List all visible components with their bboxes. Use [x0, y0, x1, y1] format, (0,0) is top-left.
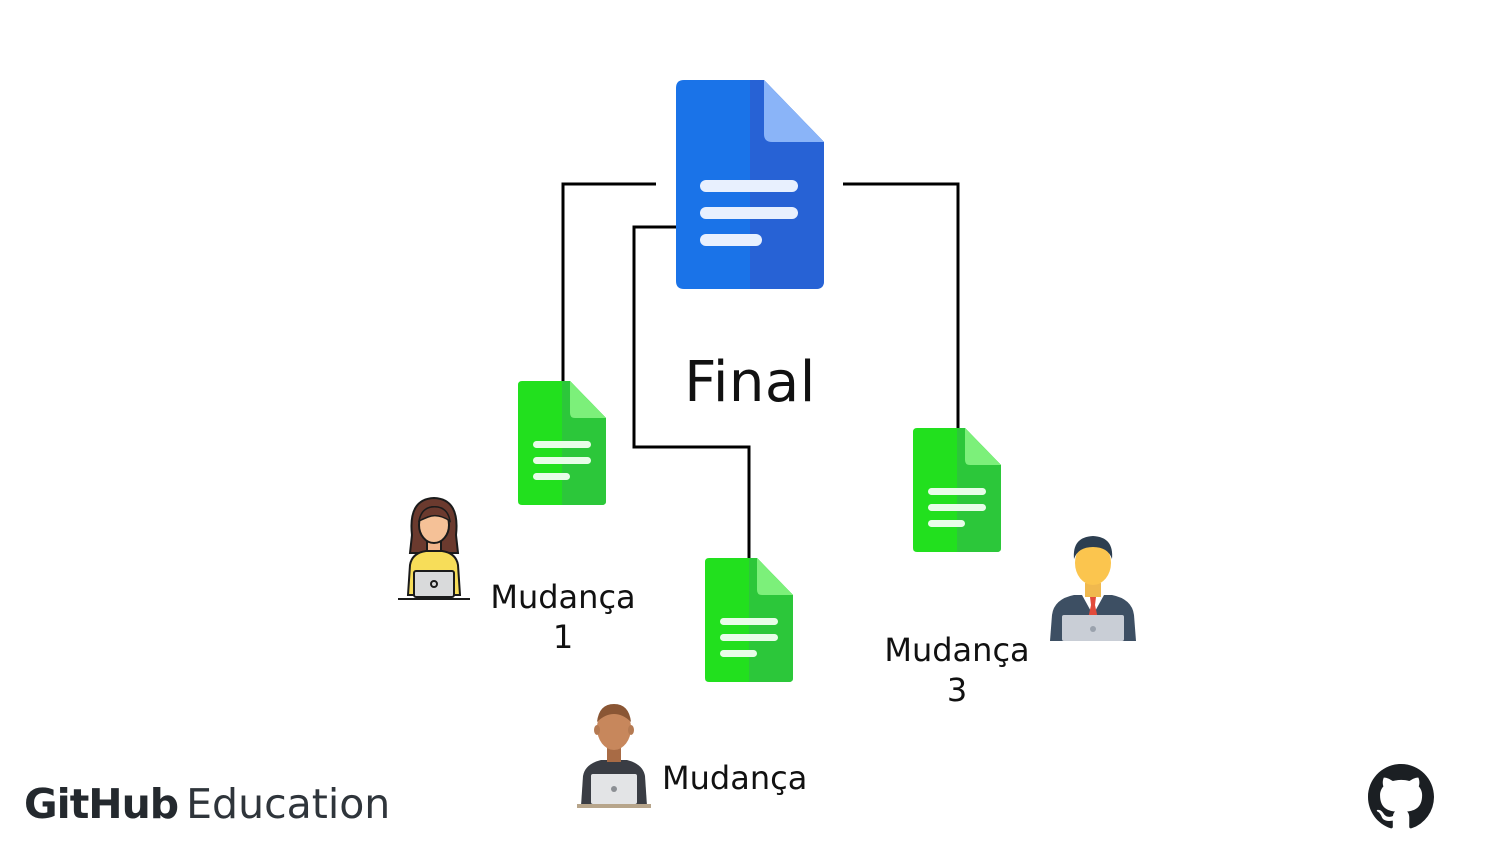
- connector-change-3: [843, 182, 960, 430]
- change-3-label-line2: 3: [946, 671, 968, 709]
- brand-name-bold: GitHub: [24, 780, 179, 828]
- change-document-2-icon: [705, 558, 793, 682]
- change-2-label-line1: Mudança: [662, 759, 808, 797]
- woman-laptop-icon: [398, 496, 470, 600]
- change-3-label-line1: Mudança: [884, 631, 1030, 669]
- man-laptop-icon: [577, 704, 651, 808]
- main-document-icon: [676, 80, 824, 289]
- connector-change-1: [561, 182, 656, 382]
- change-1-label-line2: 1: [552, 618, 574, 656]
- change-document-1-icon: [518, 381, 606, 505]
- businessman-laptop-icon: [1050, 536, 1136, 641]
- github-octocat-icon: [1368, 764, 1434, 829]
- change-1-label: Mudança 1: [468, 577, 658, 657]
- change-document-3-icon: [913, 428, 1001, 552]
- change-2-label: Mudança: [662, 758, 837, 798]
- brand-name-light: Education: [186, 780, 391, 828]
- change-3-label: Mudança 3: [862, 630, 1052, 710]
- final-label: Final: [684, 350, 816, 415]
- connector-change-2: [632, 225, 751, 560]
- change-1-label-line1: Mudança: [490, 578, 636, 616]
